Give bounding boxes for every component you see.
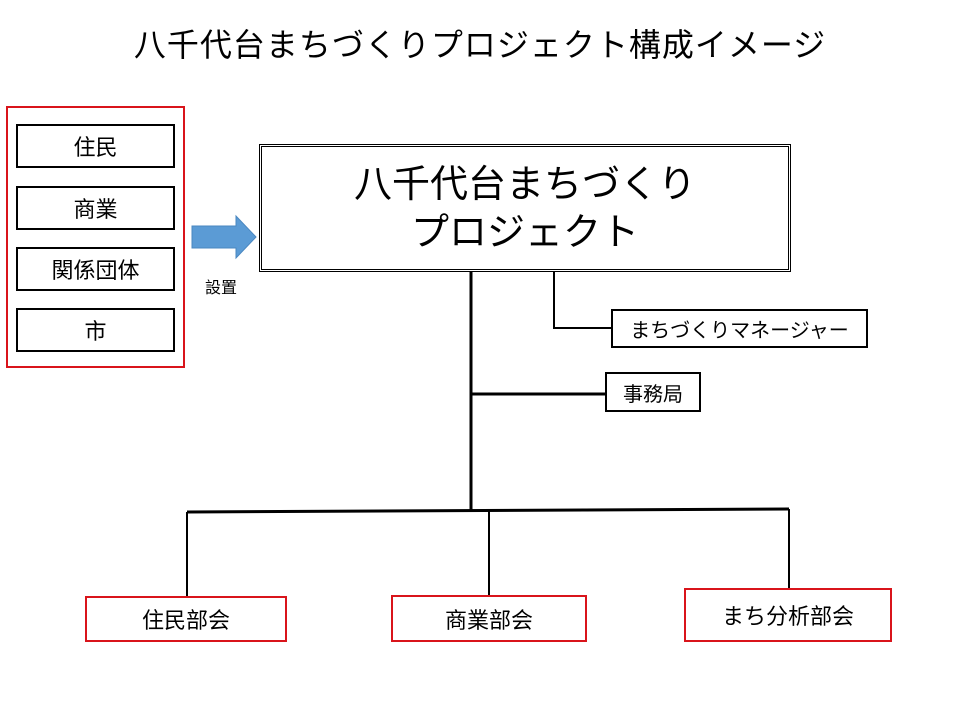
stakeholder-label: 住民 [73,136,118,161]
manager-box: まちづくりマネージャー [611,309,868,348]
stakeholder-box-organizations: 関係団体 [16,247,175,291]
arrow-label: 設置 [205,278,238,297]
manager-connector [553,272,612,329]
diagram-title: 八千代台まちづくりプロジェクト構成イメージ [133,26,827,64]
project-box: 八千代台まちづくり プロジェクト [259,144,791,272]
department-bus-line [186,507,790,514]
department-box-town-analysis: まち分析部会 [684,588,892,642]
stakeholder-box-residents: 住民 [16,124,175,168]
stakeholder-label: 関係団体 [51,259,140,284]
department-label: まち分析部会 [721,605,854,630]
stakeholder-label: 市 [84,320,107,345]
stakeholder-box-commerce: 商業 [16,186,175,230]
secretariat-box: 事務局 [605,372,701,412]
department-label: 住民部会 [141,609,230,634]
department-box-commerce: 商業部会 [391,595,587,642]
secretariat-label: 事務局 [623,381,683,406]
department-box-residents: 住民部会 [85,596,287,642]
stakeholder-label: 商業 [73,198,118,223]
department-label: 商業部会 [444,608,533,634]
project-title-line2: プロジェクト [410,210,639,254]
manager-label: まちづくりマネージャー [630,318,849,342]
right-arrow-icon [191,214,257,260]
stakeholder-group-frame [6,106,185,368]
stakeholder-box-city: 市 [16,308,175,352]
project-title-line1: 八千代台まちづくり [353,162,696,206]
